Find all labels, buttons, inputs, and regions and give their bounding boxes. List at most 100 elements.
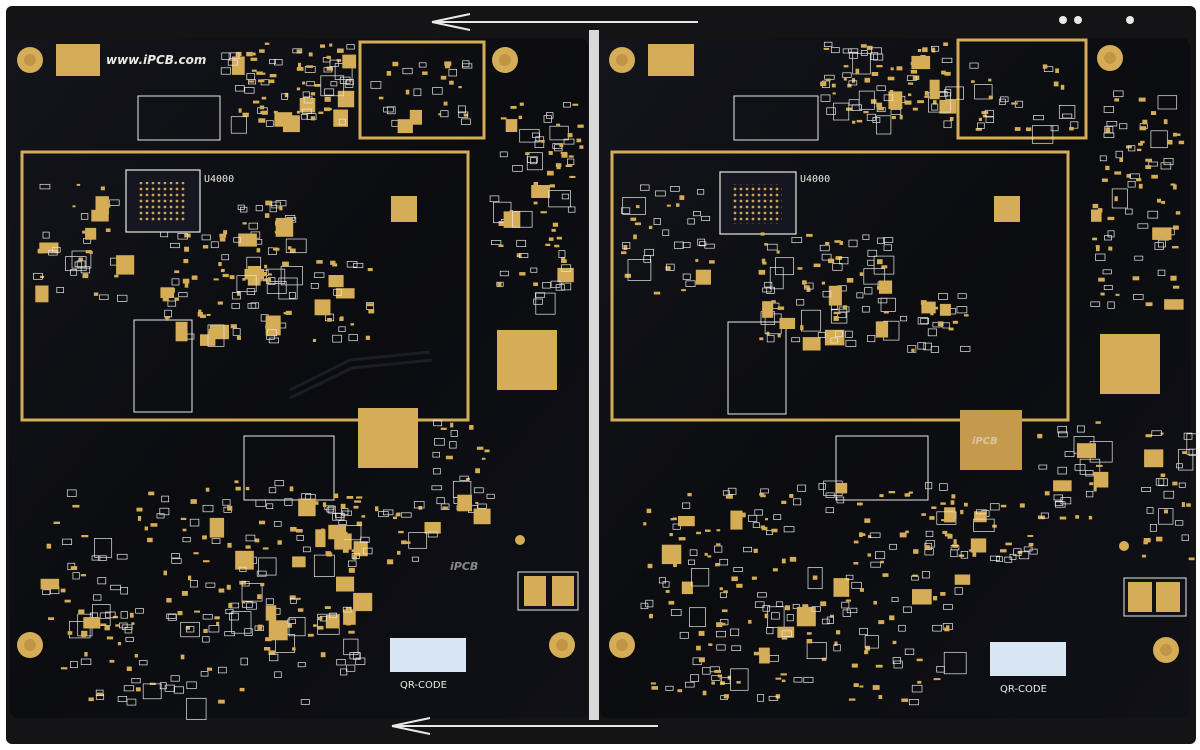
silk-outline — [265, 598, 274, 605]
silk-outline — [561, 264, 572, 272]
smd-pad — [1011, 102, 1018, 105]
silk-outline — [691, 568, 710, 587]
silk-outline — [960, 345, 971, 352]
silk-outline — [856, 292, 864, 299]
smd-pad — [444, 64, 451, 69]
smd-pad — [194, 610, 200, 613]
smd-pad — [579, 145, 584, 149]
smd-pad — [931, 506, 937, 509]
smd-pad — [777, 333, 781, 338]
silk-outline — [1058, 105, 1076, 119]
silk-outline — [716, 630, 726, 638]
smd-pad — [545, 243, 551, 246]
smd-pad — [1170, 183, 1176, 186]
smd-pad — [40, 578, 60, 590]
silk-outline — [1106, 121, 1118, 127]
silk-outline — [288, 292, 296, 299]
bga-ball-grid — [732, 184, 782, 224]
smd-pad — [1132, 276, 1140, 281]
smd-pad — [1172, 481, 1178, 486]
smd-pad — [930, 311, 934, 316]
smd-pad — [1144, 449, 1164, 468]
smd-pad — [332, 263, 338, 267]
silk-outline — [289, 598, 297, 604]
silk-outline — [450, 430, 458, 437]
silk-outline — [351, 553, 360, 559]
smd-pad — [806, 639, 813, 644]
silk-outline — [207, 324, 225, 347]
smd-pad — [88, 697, 94, 702]
smd-pad — [509, 210, 513, 215]
smd-pad — [48, 617, 55, 620]
silk-outline — [793, 498, 802, 506]
gold-pad — [56, 44, 100, 76]
smd-pad — [497, 282, 502, 288]
smd-pad — [208, 331, 214, 335]
smd-pad — [695, 259, 699, 262]
smd-pad — [881, 265, 888, 269]
smd-pad — [329, 43, 333, 47]
silk-outline — [1115, 150, 1123, 159]
smd-pad — [1175, 211, 1181, 215]
silk-outline — [242, 601, 253, 608]
smd-pad — [440, 427, 447, 430]
smd-pad — [1108, 246, 1113, 251]
silk-outline — [558, 250, 566, 258]
smd-pad — [567, 133, 573, 138]
smd-pad — [37, 248, 44, 254]
silk-outline — [499, 270, 509, 277]
silk-outline — [340, 668, 348, 676]
smd-pad — [677, 689, 683, 693]
smd-pad — [878, 695, 883, 699]
silk-outline — [889, 543, 897, 550]
smd-pad — [943, 42, 948, 46]
silk-outline — [462, 63, 473, 69]
smd-pad — [859, 272, 864, 276]
smd-pad — [875, 664, 883, 668]
smd-pad — [939, 99, 957, 114]
smd-pad — [328, 524, 347, 540]
smd-pad — [242, 222, 247, 225]
silk-outline — [797, 484, 807, 492]
smd-pad — [830, 614, 834, 618]
smd-pad — [263, 272, 267, 277]
smd-pad — [256, 248, 261, 253]
silk-outline — [1137, 223, 1149, 229]
smd-pad — [445, 455, 453, 460]
smd-pad — [1014, 127, 1021, 131]
smd-pad — [716, 529, 721, 532]
smd-pad — [353, 505, 359, 509]
smd-pad — [64, 599, 71, 603]
silk-outline — [821, 253, 832, 261]
smd-pad — [354, 500, 362, 503]
smd-pad — [1145, 158, 1152, 162]
smd-pad — [268, 79, 275, 84]
shield-frame — [610, 150, 1070, 422]
silk-outline — [989, 503, 1000, 511]
smd-pad — [863, 111, 869, 114]
smd-pad — [378, 96, 384, 100]
silk-outline — [848, 239, 858, 248]
silk-outline — [866, 113, 876, 121]
silk-outline — [258, 557, 277, 576]
smd-pad — [859, 588, 864, 592]
smd-pad — [170, 288, 175, 293]
smd-pad — [892, 640, 897, 645]
smd-pad — [134, 654, 138, 658]
smd-pad — [222, 273, 229, 278]
silk-outline — [938, 293, 948, 300]
gold-pad — [524, 576, 546, 606]
silk-outline — [246, 73, 256, 81]
silk-outline — [125, 636, 134, 642]
smd-pad — [717, 674, 722, 678]
silk-outline — [302, 91, 310, 99]
silk-outline — [142, 683, 162, 700]
smd-pad — [889, 615, 895, 621]
silk-outline — [852, 52, 871, 75]
silk-outline — [177, 233, 188, 240]
silk-outline — [343, 638, 359, 656]
smd-pad — [1181, 502, 1185, 507]
silk-outline — [700, 215, 711, 221]
silk-outline — [458, 111, 469, 118]
smd-pad — [1092, 237, 1097, 241]
